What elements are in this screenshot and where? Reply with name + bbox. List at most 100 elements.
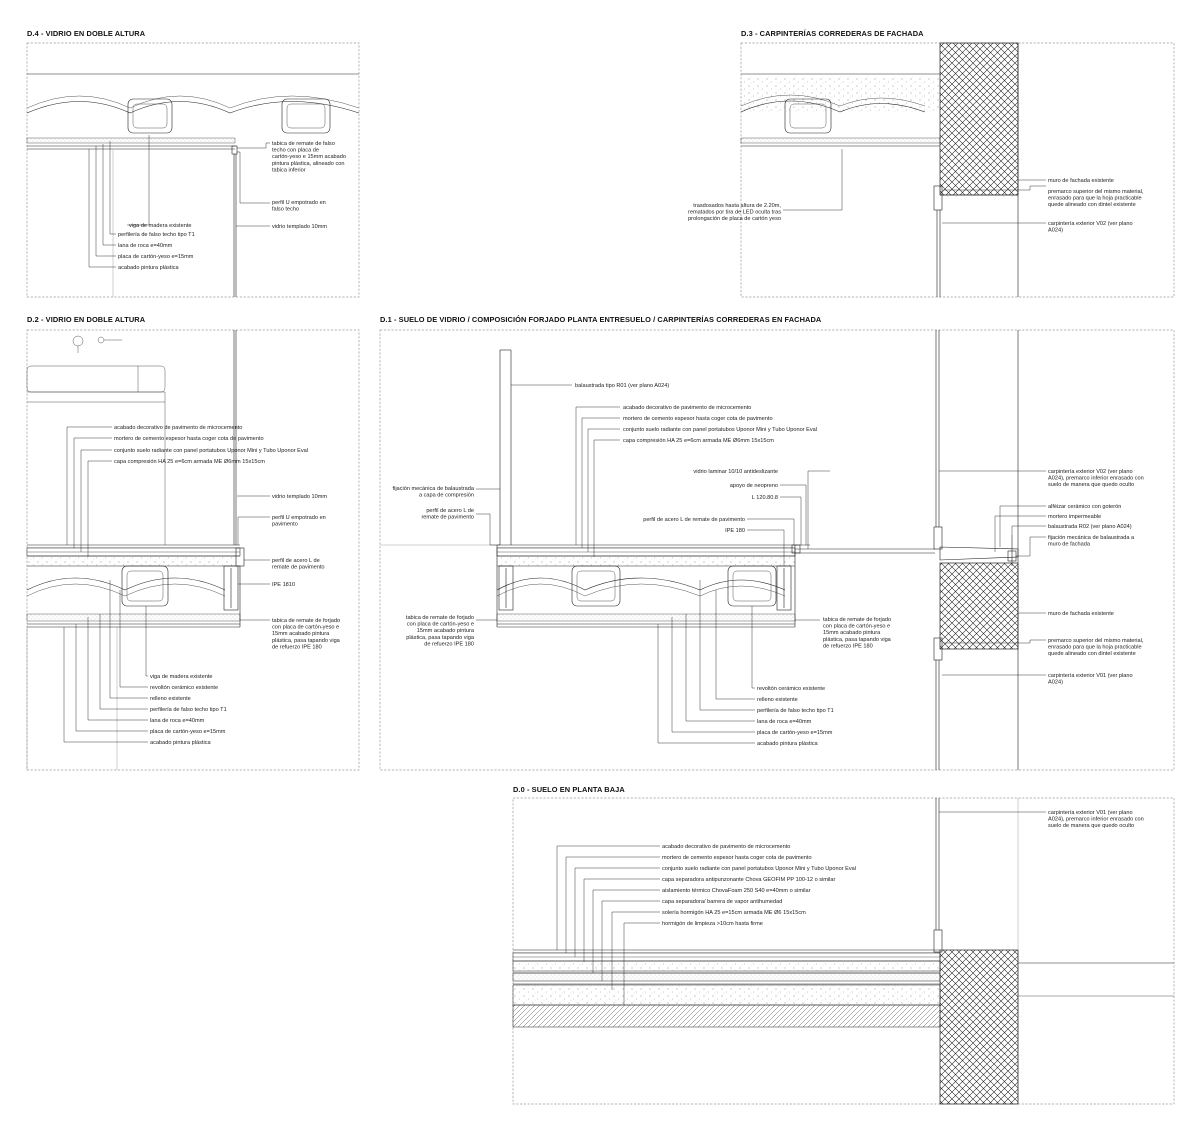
label-line: con placa de cartón-yeso e bbox=[272, 625, 339, 631]
label-line: 15mm acabado pintura bbox=[417, 628, 475, 634]
label-line: revoltón cerámico existente bbox=[150, 685, 218, 691]
d4-label-viga: viga de madera existente bbox=[129, 223, 192, 229]
d1-label-ipe: IPE 180 bbox=[725, 528, 745, 534]
label-line: IPE 1810 bbox=[272, 582, 295, 588]
d4-label-lana: lana de roca e=40mm bbox=[118, 243, 173, 249]
d4-label-perfileria: perfilería de falso techo tipo T1 bbox=[118, 232, 195, 238]
label-line: perfil de acero L de remate de pavimento bbox=[643, 517, 745, 523]
d4-label-acabado: acabado pintura plástica bbox=[118, 265, 180, 271]
label-line: 15mm acabado pintura bbox=[272, 631, 330, 637]
label-line: techo con placa de bbox=[272, 148, 319, 154]
d1-label-mortero: mortero de cemento espesor hasta coger c… bbox=[623, 416, 773, 422]
d2-label-mortero: mortero de cemento espesor hasta coger c… bbox=[114, 436, 264, 442]
label-line: mortero de cemento espesor hasta coger c… bbox=[114, 436, 264, 442]
label-line: balaustrada R02 (ver plano A024) bbox=[1048, 524, 1132, 530]
d1-label-relleno: relleno existente bbox=[757, 697, 798, 703]
detail-d1-title: D.1 - SUELO DE VIDRIO / COMPOSICIÓN FORJ… bbox=[380, 315, 822, 324]
label-line: mortero de cemento espesor hasta coger c… bbox=[623, 416, 773, 422]
label-line: lana de roca e=40mm bbox=[757, 719, 812, 725]
label-line: viga de madera existente bbox=[129, 223, 192, 229]
d4-label-vidrio: vidrio templado 10mm bbox=[272, 224, 327, 230]
d2-label-capa-compresion: capa compresión HA 25 e=6cm armada ME Ø6… bbox=[114, 459, 265, 465]
label-line: lana de roca e=40mm bbox=[150, 718, 205, 724]
label-line: relleno existente bbox=[150, 696, 191, 702]
label-line: relleno existente bbox=[757, 697, 798, 703]
d0-label-barrera-vapor: capa separadora/ barrera de vapor antihu… bbox=[662, 899, 782, 905]
label-line: remate de pavimento bbox=[272, 565, 325, 571]
label-line: fijación mecánica de balaustrada a bbox=[1048, 535, 1135, 541]
label-line: fijación mecánica de balaustrada bbox=[393, 486, 475, 492]
d2-label-acabado: acabado pintura plástica bbox=[150, 740, 212, 746]
label-line: muro de fachada bbox=[1048, 542, 1091, 548]
label-line: a capa de compresión bbox=[419, 493, 474, 499]
label-line: carpintería exterior V02 (ver plano bbox=[1048, 469, 1133, 475]
label-line: tabica de remate de forjado bbox=[406, 615, 474, 621]
d3-label-muro: muro de fachada existente bbox=[1048, 178, 1114, 184]
label-line: carpintería exterior V01 (ver plano bbox=[1048, 673, 1133, 679]
d2-label-acabado-microcemento: acabado decorativo de pavimento de micro… bbox=[114, 425, 242, 431]
label-line: tabica de remate de forjado bbox=[272, 618, 340, 624]
detail-d4-title: D.4 - VIDRIO EN DOBLE ALTURA bbox=[27, 29, 146, 38]
label-line: aislamiento térmico ChovaFoam 250 S40 e=… bbox=[662, 888, 811, 894]
label-line: de refuerzo IPE 180 bbox=[424, 641, 474, 647]
d1-label-neopreno: apoyo de neopreno bbox=[730, 483, 778, 489]
label-line: de refuerzo IPE 180 bbox=[823, 643, 873, 649]
d1-label-balaustrada-r02: balaustrada R02 (ver plano A024) bbox=[1048, 524, 1132, 530]
label-line: premarco superior del mismo material, bbox=[1048, 189, 1144, 195]
d2-label-vidrio: vidrio templado 10mm bbox=[272, 494, 327, 500]
detail-d3-drawing bbox=[740, 42, 1046, 297]
detail-d2-drawing bbox=[26, 330, 270, 770]
label-line: tabica de remate de falso bbox=[272, 141, 335, 147]
label-line: conjunto suelo radiante con panel portat… bbox=[662, 866, 856, 872]
d3-label-trasdosados: trasdosados hasta altura de 2.20m,remata… bbox=[688, 203, 781, 222]
d1-label-mortero-impermeable: mortero impermeable bbox=[1048, 514, 1101, 520]
d1-label-l-120: L 120.80.8 bbox=[752, 495, 778, 501]
d0-label-mortero: mortero de cemento espesor hasta coger c… bbox=[662, 855, 812, 861]
label-line: falso techo bbox=[272, 207, 299, 213]
label-line: A024) bbox=[1048, 680, 1063, 686]
label-line: acabado decorativo de pavimento de micro… bbox=[623, 405, 751, 411]
label-line: tabica de remate de forjado bbox=[823, 617, 891, 623]
d1-label-revolton: revoltón cerámico existente bbox=[757, 686, 825, 692]
label-line: perfilería de falso techo tipo T1 bbox=[150, 707, 227, 713]
label-line: enrasado para que la hoja practicable bbox=[1048, 645, 1142, 651]
label-line: enrasado para que la hoja practicable bbox=[1048, 196, 1142, 202]
label-line: acabado decorativo de pavimento de micro… bbox=[662, 844, 790, 850]
label-line: remate de pavimento bbox=[421, 515, 474, 521]
d2-label-ipe: IPE 1810 bbox=[272, 582, 295, 588]
detail-d4-drawing bbox=[26, 73, 360, 297]
d1-label-balaustrada-r01: balaustrada tipo R01 (ver plano A024) bbox=[575, 383, 669, 389]
d2-label-relleno: relleno existente bbox=[150, 696, 191, 702]
d2-label-lana: lana de roca e=40mm bbox=[150, 718, 205, 724]
label-line: placa de cartón-yeso e=15mm bbox=[150, 729, 226, 735]
label-line: pintura plástica, alineado con bbox=[272, 161, 344, 167]
label-line: tabica inferior bbox=[272, 167, 306, 173]
label-line: conjunto suelo radiante con panel portat… bbox=[623, 427, 817, 433]
label-line: 15mm acabado pintura bbox=[823, 630, 881, 636]
label-line: plástica, pasa tapando viga bbox=[406, 635, 475, 641]
label-line: solería hormigón HA 25 e=15cm armada ME … bbox=[662, 910, 806, 916]
label-line: trasdosados hasta altura de 2.20m, bbox=[693, 203, 781, 209]
label-line: con placa de cartón-yeso e bbox=[407, 622, 474, 628]
label-line: capa compresión HA 25 e=6cm armada ME Ø6… bbox=[623, 438, 774, 444]
label-line: capa separadora antipunzonante Chova GEO… bbox=[662, 877, 836, 883]
label-line: carpintería exterior V02 (ver plano bbox=[1048, 221, 1133, 227]
detail-d3-title: D.3 - CARPINTERÍAS CORREDERAS DE FACHADA bbox=[741, 29, 924, 38]
label-line: hormigón de limpieza >10cm hasta firme bbox=[662, 921, 763, 927]
label-line: con placa de cartón-yeso e bbox=[823, 624, 890, 630]
label-line: vidrio templado 10mm bbox=[272, 224, 327, 230]
label-line: A024) bbox=[1048, 228, 1063, 234]
d2-label-perfileria: perfilería de falso techo tipo T1 bbox=[150, 707, 227, 713]
d1-label-acabado-microcemento: acabado decorativo de pavimento de micro… bbox=[623, 405, 751, 411]
